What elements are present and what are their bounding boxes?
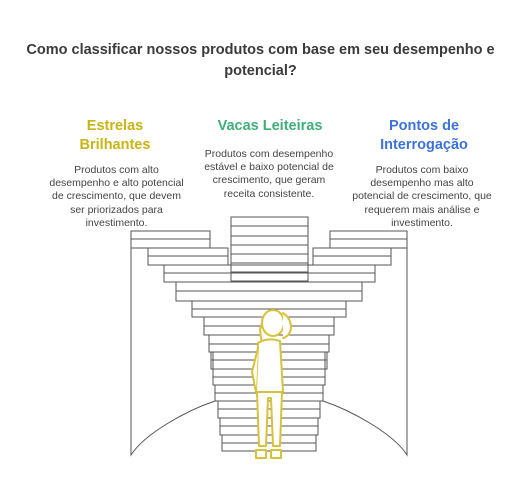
left-block-upper (131, 238, 211, 249)
stars-title: Estrelas Brilhantes (79, 118, 151, 153)
stars-description: Produtos com alto desempenho e alto pote… (49, 164, 184, 229)
cash-cows-title: Vacas Leiteiras (217, 118, 323, 134)
question-marks-description: Produtos com baixo desempenho mas alto p… (352, 164, 492, 229)
page-title: Como classificar nossos produtos com bas… (26, 42, 495, 79)
left-block-upper-side (130, 230, 211, 239)
center-tower (230, 216, 309, 282)
right-block-upper (329, 238, 407, 249)
person-figure (251, 309, 292, 459)
person-feet (255, 449, 282, 459)
right-block-upper-side (329, 230, 408, 239)
question-marks-title: Pontos de Interrogação (380, 118, 468, 153)
person-torso (255, 338, 284, 393)
person-left-leg (256, 391, 283, 447)
person-head (261, 309, 285, 337)
right-block-lower (312, 255, 391, 266)
cash-cows-description: Produtos com desempenho estável e baixo … (204, 148, 334, 200)
left-block-lower-top (148, 247, 229, 256)
left-block-lower (148, 255, 229, 266)
person-hand (282, 312, 292, 339)
right-block-lower-top (312, 247, 391, 256)
person-arm (251, 347, 259, 393)
